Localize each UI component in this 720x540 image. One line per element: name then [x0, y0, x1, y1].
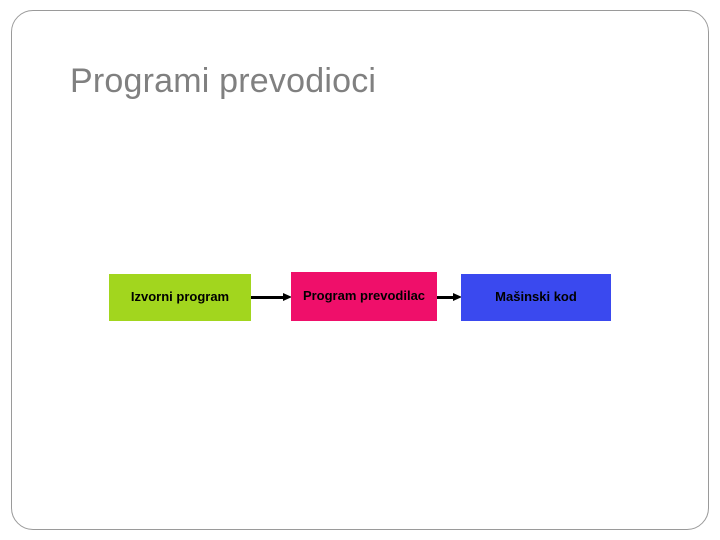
arrow-translator-to-machine-icon [437, 293, 462, 302]
slide-frame-border [11, 10, 709, 530]
arrow-source-to-translator-icon [251, 293, 292, 302]
page-title: Programi prevodioci [70, 62, 377, 100]
flow-box-machine-code: Mašinski kod [461, 274, 611, 321]
flow-box-source-program: Izvorni program [109, 274, 251, 321]
flow-box-translator-program: Program prevodilac [291, 272, 437, 321]
